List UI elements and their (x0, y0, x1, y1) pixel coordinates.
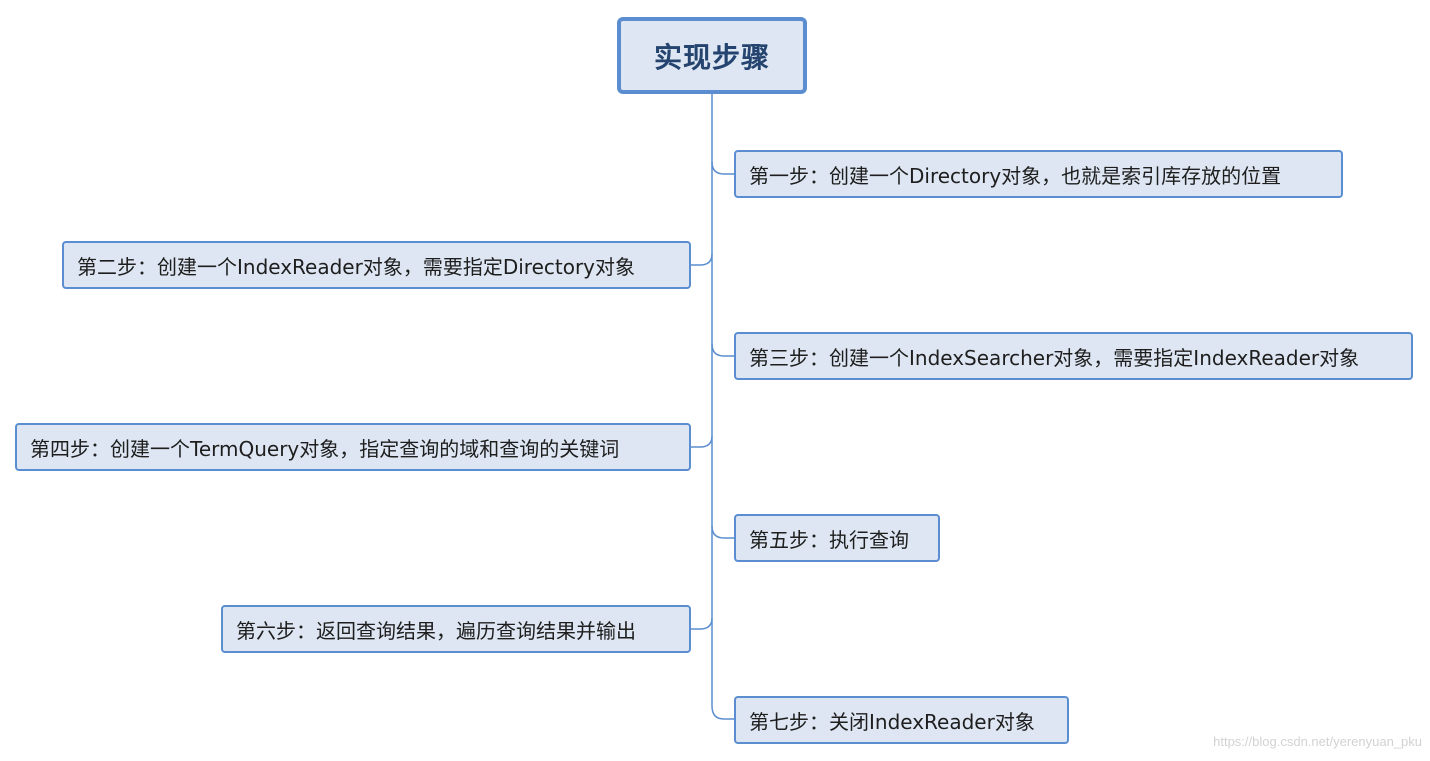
connector-step-5 (711, 525, 734, 539)
connector-step-7 (711, 705, 734, 720)
step-label: 第二步：创建一个IndexReader对象，需要指定Directory对象 (77, 254, 636, 279)
connector-step-1 (711, 161, 734, 175)
step-node-6[interactable]: 第六步：返回查询结果，遍历查询结果并输出 (221, 605, 691, 653)
step-label: 第七步：关闭IndexReader对象 (749, 709, 1035, 734)
step-node-5[interactable]: 第五步：执行查询 (734, 514, 940, 562)
step-label: 第一步：创建一个Directory对象，也就是索引库存放的位置 (749, 163, 1282, 188)
connector-step-2 (691, 253, 713, 266)
step-label: 第四步：创建一个TermQuery对象，指定查询的域和查询的关键词 (30, 436, 620, 461)
root-node[interactable]: 实现步骤 (617, 17, 807, 94)
step-label: 第六步：返回查询结果，遍历查询结果并输出 (236, 618, 636, 643)
step-node-4[interactable]: 第四步：创建一个TermQuery对象，指定查询的域和查询的关键词 (15, 423, 691, 471)
connector-step-6 (691, 617, 713, 630)
step-label: 第五步：执行查询 (749, 527, 909, 552)
root-title: 实现步骤 (653, 40, 770, 74)
step-node-1[interactable]: 第一步：创建一个Directory对象，也就是索引库存放的位置 (734, 150, 1343, 198)
step-node-7[interactable]: 第七步：关闭IndexReader对象 (734, 696, 1069, 744)
connector-step-3 (711, 343, 734, 357)
step-label: 第三步：创建一个IndexSearcher对象，需要指定IndexReader对… (749, 345, 1360, 370)
step-node-2[interactable]: 第二步：创建一个IndexReader对象，需要指定Directory对象 (62, 241, 691, 289)
step-node-3[interactable]: 第三步：创建一个IndexSearcher对象，需要指定IndexReader对… (734, 332, 1413, 380)
watermark-text: https://blog.csdn.net/yerenyuan_pku (1213, 734, 1422, 749)
connector-step-4 (691, 435, 713, 448)
